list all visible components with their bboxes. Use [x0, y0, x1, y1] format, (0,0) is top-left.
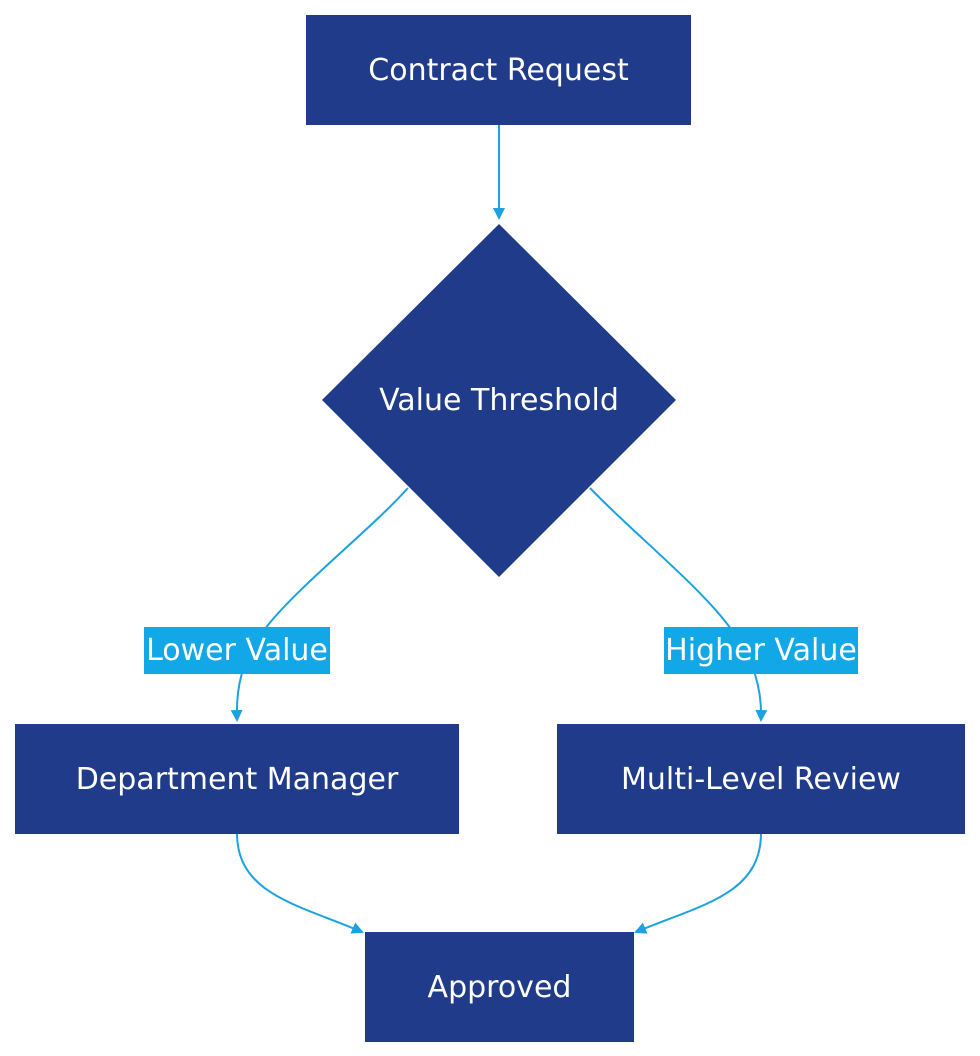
- multi-level-review-label: Multi-Level Review: [621, 761, 901, 797]
- edge-threshold-to-department-manager: [230, 487, 409, 722]
- higher-value-edge-label: Higher Value: [664, 627, 858, 674]
- decision-diamond-shape: [322, 224, 676, 577]
- edge-multi-level-review-to-approved: [634, 832, 762, 934]
- approved-label: Approved: [427, 969, 572, 1005]
- department-manager-node: Department Manager: [15, 724, 459, 834]
- lower-value-label-text: Lower Value: [146, 633, 328, 668]
- value-threshold-label: Value Threshold: [379, 382, 619, 418]
- lower-value-edge-label: Lower Value: [144, 627, 330, 674]
- approved-node: Approved: [365, 932, 634, 1042]
- contract-request-label: Contract Request: [368, 52, 629, 88]
- edge-department-manager-to-approved: [236, 832, 364, 934]
- contract-request-node: Contract Request: [306, 15, 691, 125]
- multi-level-review-node: Multi-Level Review: [557, 724, 965, 834]
- value-threshold-node: Value Threshold: [322, 365, 676, 435]
- department-manager-label: Department Manager: [75, 761, 399, 797]
- edge-threshold-to-multi-level-review: [589, 487, 768, 722]
- higher-value-label-text: Higher Value: [665, 633, 857, 668]
